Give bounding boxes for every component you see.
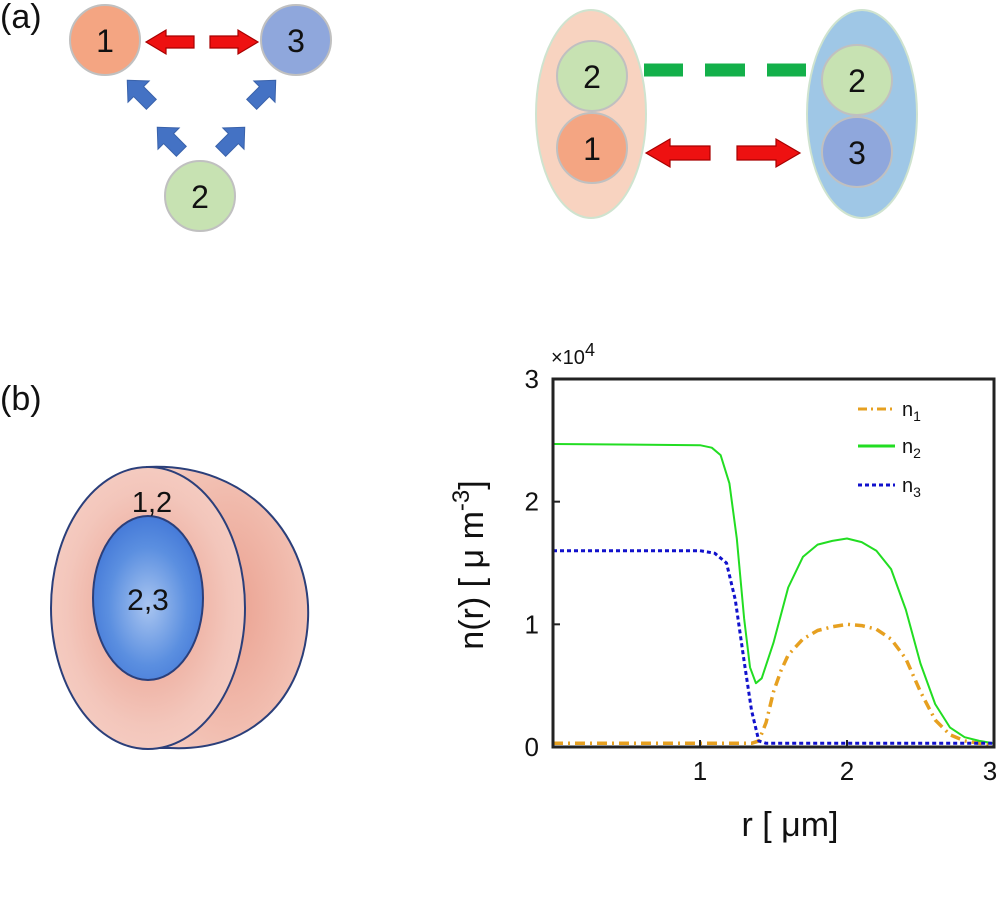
series-n2: [552, 443, 995, 745]
y-tick-label: 2: [525, 487, 539, 517]
particle-1: [69, 4, 141, 76]
right-pair-particle-3: [821, 116, 893, 188]
core-label: 2,3: [127, 584, 169, 617]
legend-n3: n3: [902, 475, 921, 500]
red-arrow-right: [209, 28, 260, 56]
panel-b-label: (b): [0, 380, 42, 418]
particle-3: [260, 4, 332, 76]
pair-red-arrow-right: [736, 137, 802, 169]
shell-diagram: 1,2 2,3: [50, 465, 310, 750]
x-tick-label: 1: [693, 756, 707, 786]
shell-label: 1,2: [132, 487, 172, 519]
left-pair-particle-2: [556, 40, 628, 112]
pair-red-arrow-left: [644, 137, 711, 169]
legend-n2: n2: [902, 436, 921, 461]
blue-arrow-to-1: [126, 79, 157, 110]
right-pair-particle-2: [821, 44, 893, 116]
y-tick-label: 3: [525, 364, 539, 394]
x-axis-label: r [ μm]: [741, 806, 838, 844]
left-pair-2-label: 2: [583, 59, 601, 95]
left-pair-1-label: 1: [583, 131, 601, 167]
panel-a-label: (a): [0, 0, 42, 36]
blue-arrow-from-2-left: [156, 126, 187, 157]
right-pair-2-label: 2: [848, 63, 866, 99]
y-tick-label: 1: [525, 609, 539, 639]
y-axis-label: n(r) [ μ m-3]: [448, 480, 491, 649]
blue-arrow-to-3: [246, 79, 277, 110]
pair-diagram: 2 1 2 3: [535, 9, 918, 219]
particle-1-label: 1: [96, 23, 114, 59]
y-exponent: ×104: [551, 340, 595, 369]
left-pair-particle-1: [556, 112, 628, 184]
blue-arrow-from-2-right: [215, 126, 246, 157]
core: [92, 515, 204, 681]
y-tick-label: 0: [525, 732, 539, 762]
triangle-diagram: 1 3 2: [69, 4, 332, 232]
legend: n1 n2 n3: [858, 399, 921, 500]
x-tick-label: 2: [840, 756, 854, 786]
right-pair-3-label: 3: [848, 135, 866, 171]
x-tick-label: 3: [983, 756, 997, 786]
particle-2: [164, 160, 236, 232]
particle-2-label: 2: [191, 179, 209, 215]
series-n1: [553, 622, 995, 747]
chart-ticks: 1 2 3 0 1 2 3: [525, 364, 998, 786]
plot-frame: [551, 377, 996, 749]
chart-lines: [552, 443, 995, 747]
red-arrow-left: [144, 28, 195, 56]
density-chart: 1 2 3 0 1 2 3 ×104 n(r) [ μ m-3] r [ μm] n1 n2…: [448, 340, 997, 844]
series-n3: [553, 549, 994, 745]
particle-3-label: 3: [287, 23, 305, 59]
legend-n1: n1: [902, 399, 921, 424]
